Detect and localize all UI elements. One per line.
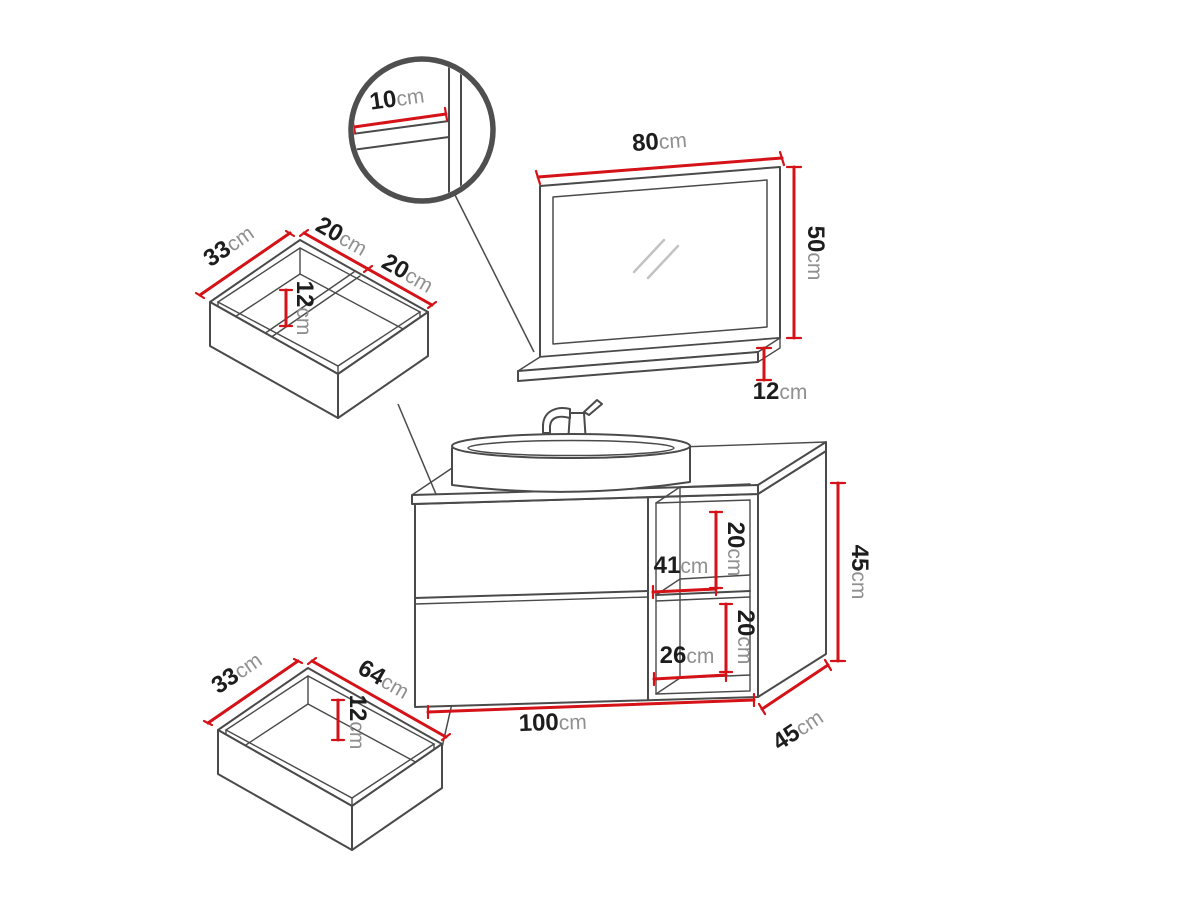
dim-label-drawer-depth: 33cm <box>207 646 267 699</box>
dim-mirror-height: 50cm <box>785 165 829 340</box>
organizer-divider <box>263 271 355 335</box>
dim-label-lower-niche-height: 20cm <box>732 610 759 665</box>
vessel-sink <box>451 433 691 493</box>
dim-label-mirror-width: 80cm <box>631 126 688 157</box>
dim-detail-shelf <box>354 106 449 135</box>
dim-organizer-height: 12cm <box>278 281 318 336</box>
faucet-lever <box>583 399 603 416</box>
dim-label-detail-shelf: 10cm <box>368 81 426 115</box>
dim-label-cabinet-height: 45cm <box>846 545 873 600</box>
dim-label-cabinet-depth: 45cm <box>768 703 829 756</box>
sink-rim-inner <box>467 439 675 457</box>
dim-mirror-width: 80cm <box>534 126 786 186</box>
mirror-glass <box>552 179 768 345</box>
mirror-diagram: 80cm 50cm 12cm <box>517 126 829 405</box>
detail-circle: 10cm <box>348 56 496 204</box>
cabinet-drawer-fronts <box>414 496 649 701</box>
dim-mirror-shelf-depth: 12cm <box>753 346 808 405</box>
cabinet-diagram: 20cm 41cm 20cm 26cm 45cm <box>411 399 873 756</box>
dim-cabinet-lower-niche-width: 26cm <box>652 642 728 687</box>
faucet-spout <box>542 407 571 434</box>
dim-label-upper-niche-height: 20cm <box>722 522 749 577</box>
leader-detail-to-mirror <box>453 192 535 353</box>
dim-label-organizer-depth: 33cm <box>199 219 259 272</box>
dim-drawer-height: 12cm <box>330 695 371 750</box>
dim-label-mirror-height: 50cm <box>802 226 829 281</box>
drawer-diagram: 33cm 64cm 12cm <box>202 646 452 851</box>
dim-cabinet-upper-niche-width: 41cm <box>651 552 718 600</box>
organizer-diagram: 33cm 20cm 20cm 12cm <box>194 211 438 419</box>
cabinet-drawer-split <box>414 590 649 599</box>
dim-label-lower-niche-width: 26cm <box>660 642 715 669</box>
organizer-right-face <box>337 311 429 419</box>
dim-label-organizer-height: 12cm <box>291 281 318 336</box>
dim-cabinet-height: 45cm <box>829 481 873 663</box>
mirror-reflection-marks <box>632 238 680 280</box>
dim-label-cabinet-width: 100cm <box>518 708 587 737</box>
drawer-front-panel <box>351 743 443 851</box>
dim-cabinet-width: 100cm <box>426 692 756 737</box>
dim-label-upper-niche-width: 41cm <box>654 552 709 579</box>
mirror-shelf-zoom <box>354 120 450 151</box>
dim-label-mirror-shelf-depth: 12cm <box>753 378 808 405</box>
cabinet-niche <box>655 483 751 695</box>
dim-cabinet-lower-niche-height: 20cm <box>718 602 759 674</box>
dim-label-drawer-height: 12cm <box>344 695 371 750</box>
detail-content <box>354 62 462 198</box>
detail-circle-outline <box>348 56 496 204</box>
